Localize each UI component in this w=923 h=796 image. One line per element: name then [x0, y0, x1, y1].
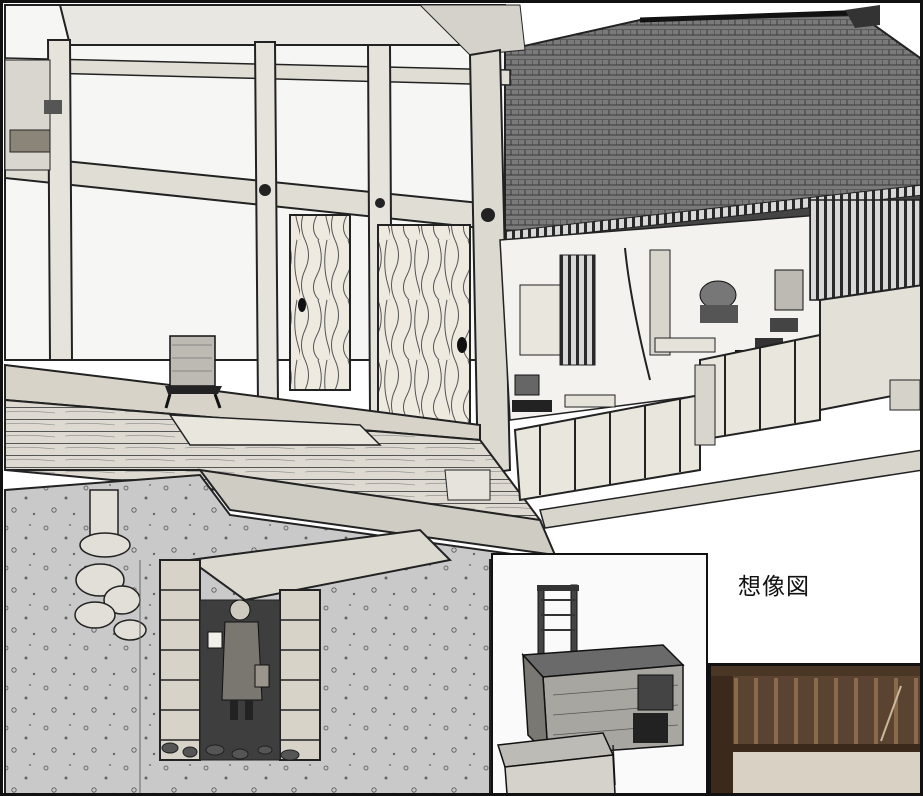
inset-well-detail-drawing	[491, 553, 708, 796]
andon-lamp	[164, 335, 222, 409]
caption-imaginary-drawing: 想像図	[738, 574, 810, 600]
inset-photo-interior	[708, 663, 923, 796]
cellar-figure	[207, 599, 270, 720]
